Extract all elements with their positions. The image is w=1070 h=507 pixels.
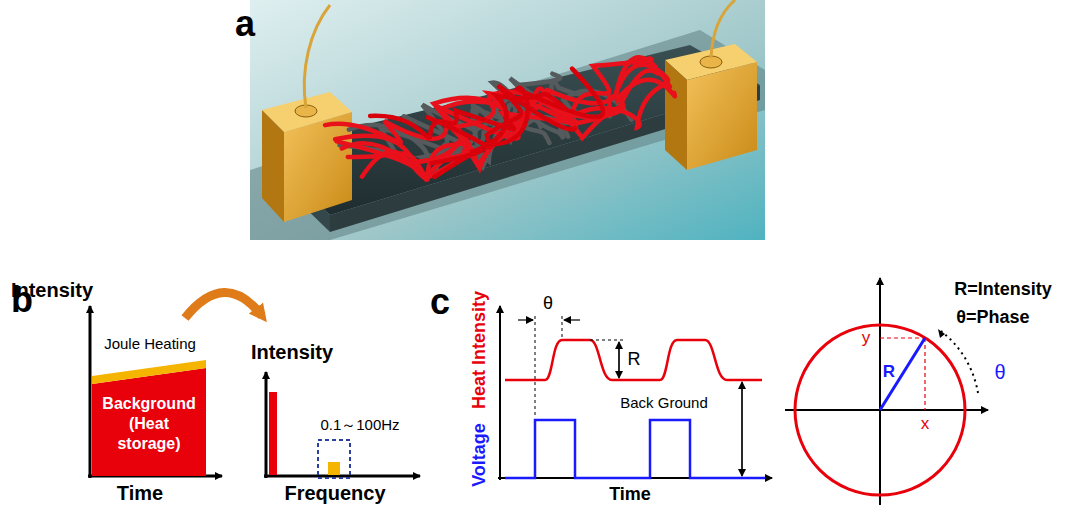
heat-storage-block: Background (Heat storage): [92, 360, 206, 476]
amplitude-label: R: [628, 350, 641, 370]
component-label: y: [862, 329, 871, 348]
nanowire: [362, 80, 675, 179]
block-text: Background (Heat storage): [96, 394, 202, 454]
axis-label: Intensity: [251, 341, 333, 363]
axis-label: Voltage: [470, 423, 490, 487]
axis-label: Time: [117, 482, 163, 504]
component-label: x: [921, 415, 930, 434]
curve-label: Joule Heating: [104, 336, 196, 353]
nanowire: [325, 65, 670, 143]
vector-label: R: [883, 363, 895, 382]
baseline-label: Back Ground: [620, 395, 708, 412]
nanowire: [370, 111, 514, 138]
axis-label: Time: [609, 485, 651, 505]
phase-label: θ: [543, 294, 553, 314]
axis-label: Heat Intensity: [470, 291, 490, 409]
axis-label: Intensity: [11, 279, 93, 301]
legend-note: θ=Phase: [956, 308, 1029, 328]
legend-note: R=Intensity: [954, 280, 1052, 300]
phase-label: θ: [994, 361, 1005, 383]
nanowire: [348, 57, 656, 181]
panel-letter: c: [430, 282, 450, 322]
axis-label: Frequency: [284, 482, 385, 504]
panel-letter: a: [235, 4, 255, 44]
frequency-range: 0.1～100Hz: [320, 417, 399, 434]
nanowire: [434, 94, 565, 177]
